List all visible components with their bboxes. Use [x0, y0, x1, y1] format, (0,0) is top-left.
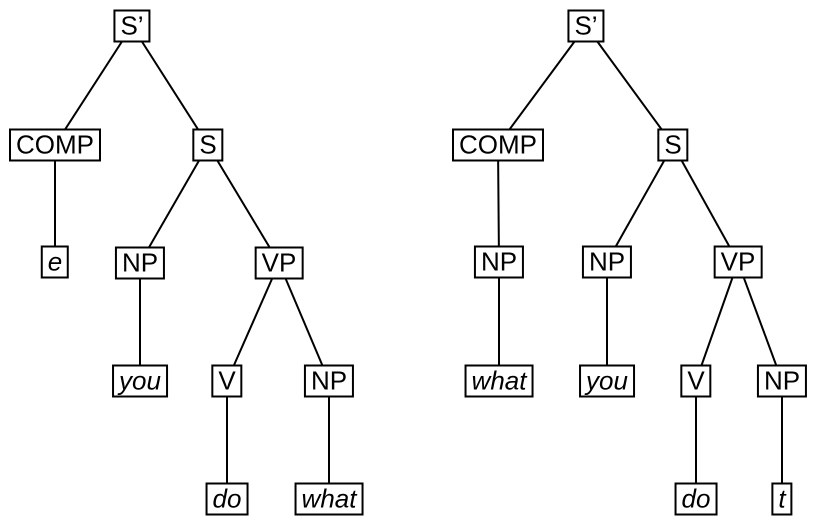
- left-tree-node-s: S: [192, 128, 224, 162]
- left-tree-leaf-what: what: [294, 482, 364, 516]
- left-tree-node-np-subject: NP: [114, 246, 166, 280]
- right-tree-node-np-object: NP: [756, 364, 808, 398]
- right-tree-node-np-comp: NP: [473, 245, 525, 279]
- left-tree-node-v: V: [211, 364, 243, 398]
- left-tree-leaf-e: e: [40, 245, 70, 279]
- left-tree-node-comp: COMP: [9, 128, 101, 162]
- left-tree-node-sbar: S’: [113, 9, 151, 43]
- right-tree-node-vp: VP: [713, 245, 763, 279]
- right-tree-leaf-t: t: [771, 482, 793, 516]
- left-tree-node-np-object: NP: [303, 364, 355, 398]
- right-tree-node-sbar: S’: [567, 9, 605, 43]
- right-tree-leaf-what: what: [464, 364, 534, 398]
- right-tree-node-comp: COMP: [452, 128, 544, 162]
- right-tree-leaf-you: you: [579, 364, 635, 398]
- right-tree-leaf-do: do: [674, 482, 718, 516]
- right-tree-node-v: V: [680, 364, 712, 398]
- left-tree-leaf-you: you: [112, 364, 168, 398]
- right-tree-node-s: S: [657, 128, 689, 162]
- right-tree-node-np-subject: NP: [581, 245, 633, 279]
- left-tree-node-vp: VP: [254, 246, 304, 280]
- left-tree-leaf-do: do: [205, 482, 249, 516]
